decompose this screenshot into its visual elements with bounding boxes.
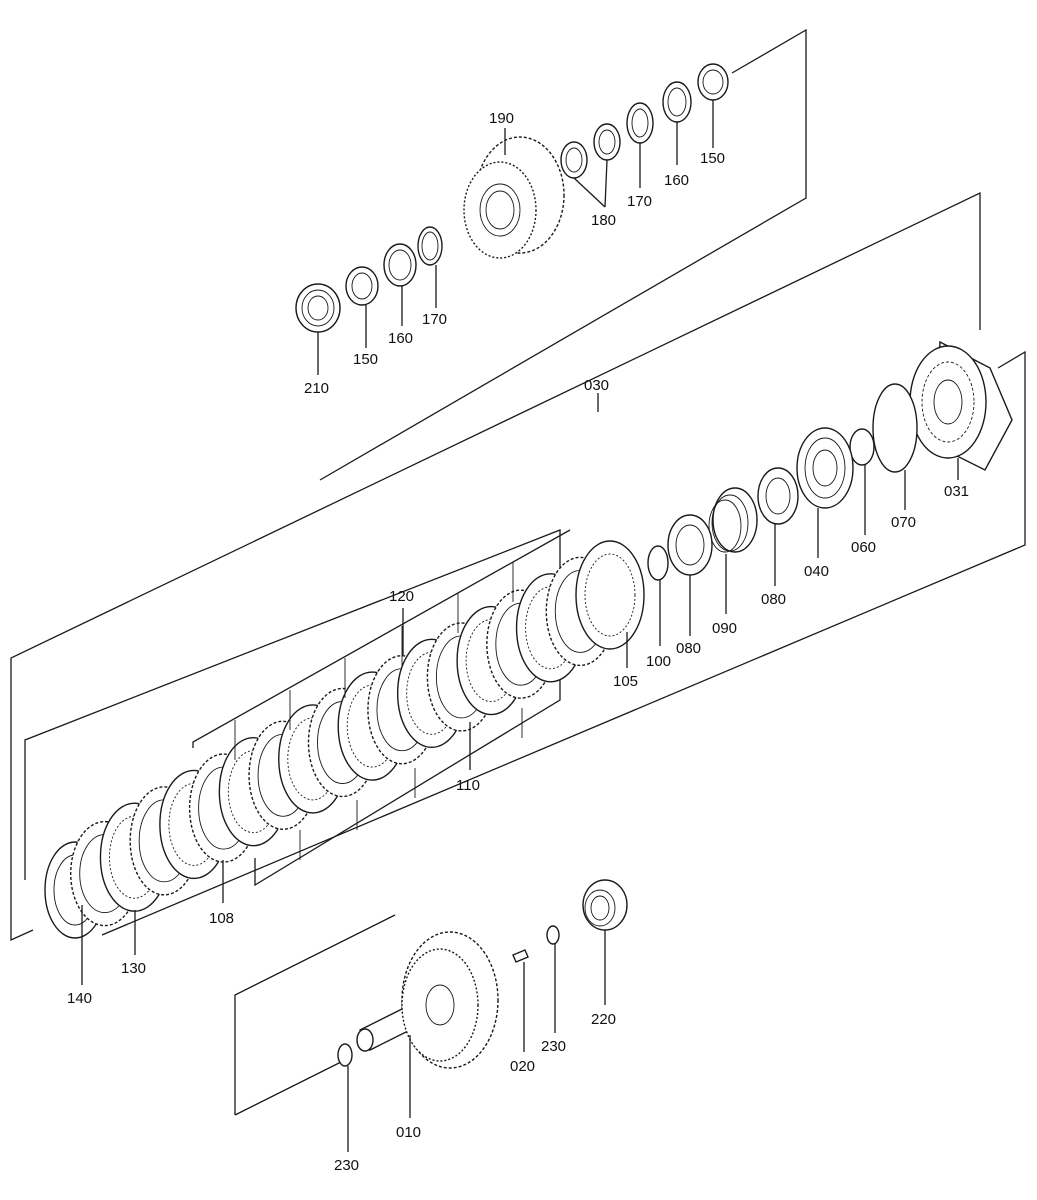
label-108: 108 xyxy=(209,910,234,927)
label-100: 100 xyxy=(646,653,671,670)
label-150-right: 150 xyxy=(700,150,725,167)
leader-lines xyxy=(81,100,959,1152)
label-010: 010 xyxy=(396,1124,421,1141)
housing-031 xyxy=(909,340,1013,471)
label-031: 031 xyxy=(944,483,969,500)
spring-090 xyxy=(708,487,758,553)
lower-shaft-group-frame xyxy=(234,914,396,1116)
label-130: 130 xyxy=(121,960,146,977)
pin-020 xyxy=(512,949,529,963)
washer-170-left xyxy=(417,226,443,266)
label-160-left: 160 xyxy=(388,330,413,347)
label-230-left: 230 xyxy=(334,1157,359,1174)
washer-150-right xyxy=(697,63,729,101)
washer-150-left xyxy=(345,266,379,306)
shaft-010 xyxy=(356,931,499,1069)
clutch-disc-pack xyxy=(44,540,645,939)
piston-040 xyxy=(796,427,854,509)
snap-ring-230-right xyxy=(546,925,560,945)
label-040: 040 xyxy=(804,563,829,580)
seal-070 xyxy=(872,383,918,473)
washer-170-right xyxy=(626,102,654,144)
needle-bearing-180 xyxy=(560,123,621,179)
bearing-160-right xyxy=(662,81,692,123)
label-090: 090 xyxy=(712,620,737,637)
label-030: 030 xyxy=(584,377,609,394)
label-210: 210 xyxy=(304,380,329,397)
gear-190 xyxy=(463,136,565,259)
bearing-160-left xyxy=(383,243,417,287)
label-110: 110 xyxy=(456,777,480,794)
label-140: 140 xyxy=(67,990,92,1007)
label-160-right: 160 xyxy=(664,172,689,189)
outer-frame-right xyxy=(101,350,1026,936)
label-150-left: 150 xyxy=(353,351,378,368)
disc-inner-edge xyxy=(584,553,636,637)
snap-ring-230-left xyxy=(337,1043,353,1067)
snap-ring-100 xyxy=(647,545,669,581)
label-080-right: 080 xyxy=(761,591,786,608)
label-120: 120 xyxy=(389,588,414,605)
label-105: 105 xyxy=(613,673,638,690)
label-180: 180 xyxy=(591,212,616,229)
bearing-220 xyxy=(582,879,628,931)
label-220: 220 xyxy=(591,1011,616,1028)
seal-080-right xyxy=(757,467,799,525)
upper-shaft-group-frame xyxy=(319,28,807,481)
label-080-left: 080 xyxy=(676,640,701,657)
bearing-210 xyxy=(295,283,341,333)
label-070: 070 xyxy=(891,514,916,531)
label-190: 190 xyxy=(489,110,514,127)
seal-080-left xyxy=(667,514,713,576)
seal-060 xyxy=(849,428,875,466)
label-170-left: 170 xyxy=(422,311,447,328)
label-020: 020 xyxy=(510,1058,535,1075)
label-060: 060 xyxy=(851,539,876,556)
friction-plate xyxy=(575,540,645,650)
label-230-right: 230 xyxy=(541,1038,566,1055)
label-170-right: 170 xyxy=(627,193,652,210)
part-labels: 190 150 160 170 180 210 150 160 170 030 … xyxy=(67,110,969,1174)
